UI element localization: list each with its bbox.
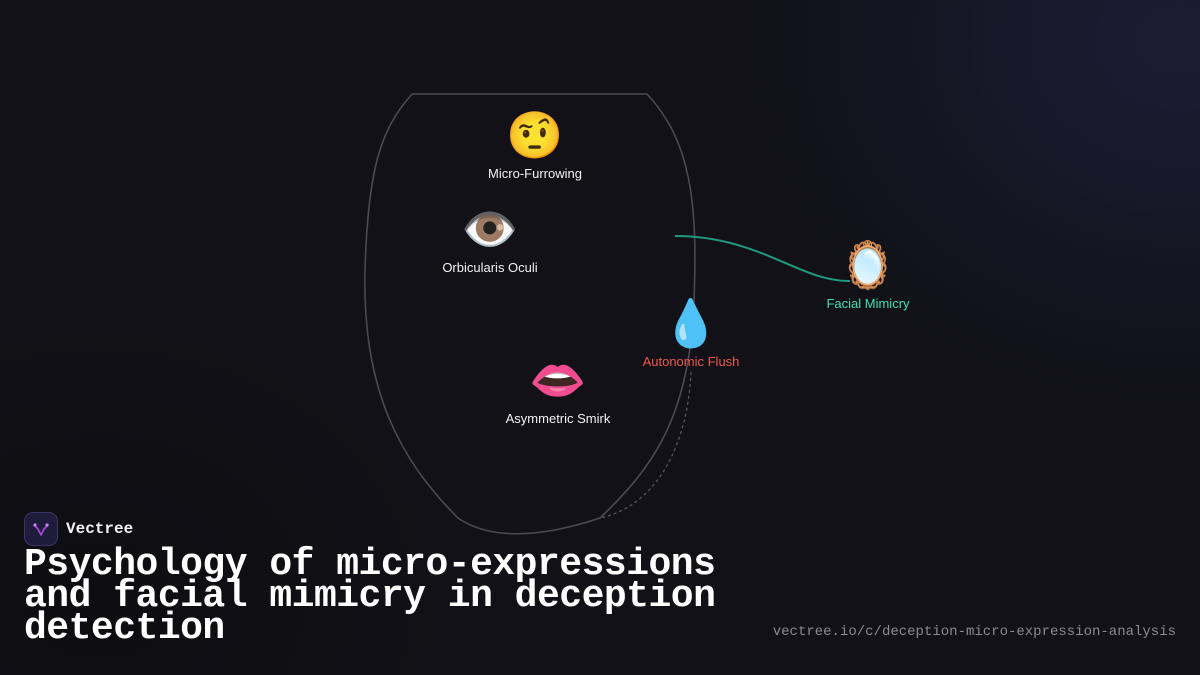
page-title: Psychology of micro-expressions and faci… <box>24 543 716 650</box>
brand[interactable]: Vectree <box>24 512 133 546</box>
node-asymmetric-smirk: 👄 Asymmetric Smirk <box>506 353 611 426</box>
node-autonomic-flush: 💧 Autonomic Flush <box>643 296 740 369</box>
node-facial-mimicry: 🪞 Facial Mimicry <box>826 238 909 311</box>
node-label: Orbicularis Oculi <box>442 260 538 275</box>
flush-dashed-connector <box>599 371 692 519</box>
mimicry-connector <box>674 235 851 283</box>
node-label: Autonomic Flush <box>642 354 740 369</box>
node-label: Asymmetric Smirk <box>505 411 611 426</box>
node-orbicularis-oculi: 👁️ Orbicularis Oculi <box>442 202 537 275</box>
face-outline <box>364 93 696 535</box>
brand-name: Vectree <box>66 520 134 538</box>
vectree-logo-icon <box>24 512 58 546</box>
mirror-icon: 🪞 <box>839 238 897 292</box>
node-label: Facial Mimicry <box>826 296 910 311</box>
page-url[interactable]: vectree.io/c/deception-micro-expression-… <box>772 624 1176 640</box>
lips-icon: 👄 <box>529 353 587 407</box>
droplet-icon: 💧 <box>662 296 720 350</box>
raised-eyebrow-icon: 🤨 <box>506 108 564 162</box>
node-micro-furrowing: 🤨 Micro-Furrowing <box>488 108 582 181</box>
eye-icon: 👁️ <box>461 202 519 256</box>
node-label: Micro-Furrowing <box>488 166 582 181</box>
